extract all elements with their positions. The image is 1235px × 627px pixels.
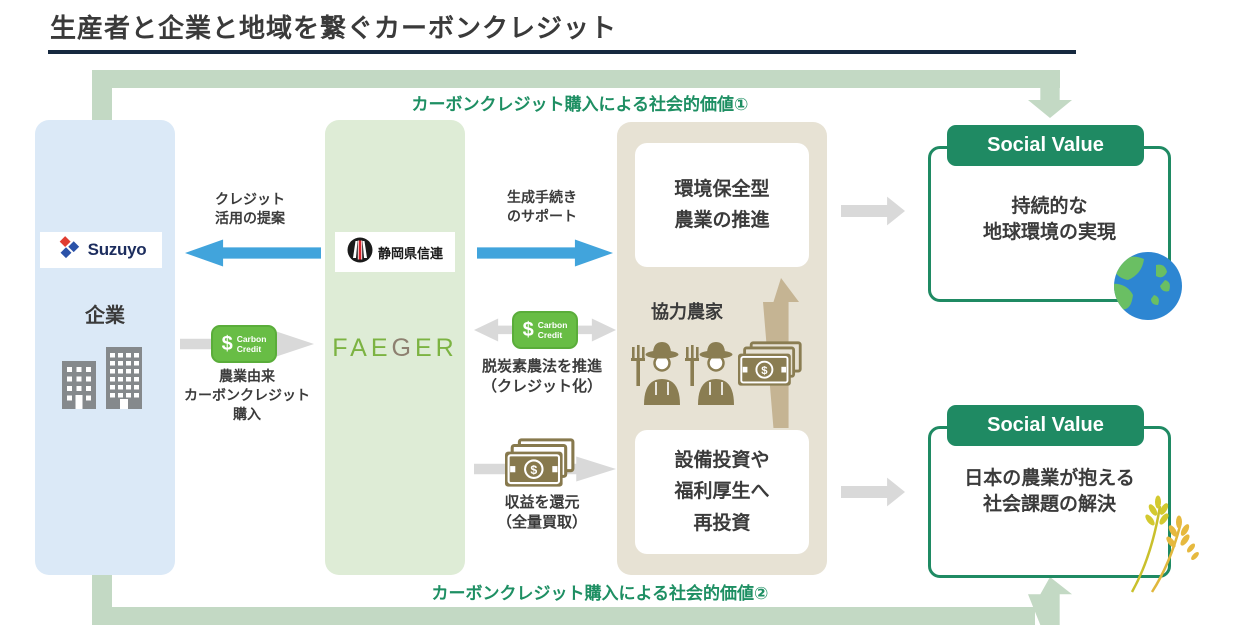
- reinvestment-card: 設備投資や 福利厚生へ 再投資: [635, 430, 809, 554]
- faeger-logo-g: G: [391, 334, 415, 362]
- social-value-2-arrow-icon: [841, 477, 905, 507]
- carbon-credit-badge-icon: $ Carbon Credit: [512, 311, 578, 349]
- frame-top-band: [92, 70, 1060, 88]
- shizuoka-logo: 静岡県信連: [335, 232, 455, 272]
- frame-arrow-down-icon: [1028, 88, 1072, 118]
- page-title: 生産者と企業と地域を繋ぐカーボンクレジット: [50, 13, 618, 43]
- banknote-dollar: $: [530, 463, 537, 477]
- eco-agriculture-label: 環境保全型 農業の推進: [674, 178, 770, 231]
- reinvestment-label: 設備投資や 福利厚生へ 再投資: [674, 449, 770, 534]
- decarbonization-label: 脱炭素農法を推進 （クレジット化）: [481, 358, 602, 396]
- faeger-logo: FAEGER: [325, 334, 465, 363]
- credit-badge-line1: Carbon: [537, 319, 568, 330]
- frame-bottom-band: [92, 607, 1035, 625]
- credit-proposal-arrow-icon: [185, 239, 321, 267]
- credit-proposal-label: クレジット 活用の提案: [215, 191, 285, 226]
- cooperating-farmers-label: 協力農家: [651, 302, 723, 322]
- farmer-icon: [684, 333, 734, 410]
- credit-badge-line2: Credit: [236, 344, 262, 354]
- faeger-logo-post: ER: [414, 334, 458, 362]
- eco-agriculture-card: 環境保全型 農業の推進: [635, 143, 809, 267]
- earth-icon: [1112, 250, 1184, 327]
- intermediary-box: [325, 120, 465, 575]
- procedure-support-label: 生成手続き のサポート: [507, 189, 577, 224]
- procedure-support-arrow-icon: [477, 239, 613, 267]
- credit-badge-dollar: $: [522, 318, 534, 341]
- credit-badge-line1: Carbon: [236, 333, 267, 344]
- social-value-1-arrow-icon: [841, 196, 905, 226]
- social-value-text-1: 持続的な 地球環境の実現: [982, 196, 1116, 243]
- banknotes-icon: $: [505, 438, 577, 493]
- title-underline: [48, 50, 1076, 54]
- social-value-text-2: 日本の農業が抱える 社会課題の解決: [964, 468, 1135, 515]
- suzuyo-logo-text: Suzuyo: [87, 240, 147, 259]
- banner-top-label: カーボンクレジット購入による社会的価値①: [411, 95, 749, 114]
- credit-badge-line2: Credit: [537, 330, 563, 340]
- credit-badge-dollar: $: [221, 332, 233, 355]
- profit-return-label: 収益を還元 （全量買取）: [496, 494, 587, 532]
- company-label: 企業: [85, 305, 125, 327]
- social-value-badge-2: Social Value: [947, 405, 1144, 446]
- suzuyo-diamonds-icon: [56, 235, 82, 265]
- carbon-credit-badge-icon: $ Carbon Credit: [211, 325, 277, 363]
- banknote-dollar: $: [761, 365, 768, 377]
- buildings-icon: [62, 345, 148, 414]
- banknotes-icon: $: [738, 338, 804, 395]
- company-box: [35, 120, 175, 575]
- farmer-icon: [630, 333, 680, 410]
- banner-bottom-label: カーボンクレジット購入による社会的価値②: [431, 584, 769, 603]
- social-value-badge-1: Social Value: [947, 125, 1144, 166]
- credit-purchase-label: 農業由来 カーボンクレジット 購入: [184, 368, 310, 422]
- rice-ear-icon: [1118, 492, 1200, 599]
- social-value-box-2: [928, 426, 1171, 578]
- faeger-logo-pre: FAE: [332, 334, 392, 362]
- shizuoka-logo-text: 静岡県信連: [377, 245, 443, 261]
- coop-emblem-icon: [347, 237, 373, 268]
- suzuyo-logo: Suzuyo: [40, 232, 162, 268]
